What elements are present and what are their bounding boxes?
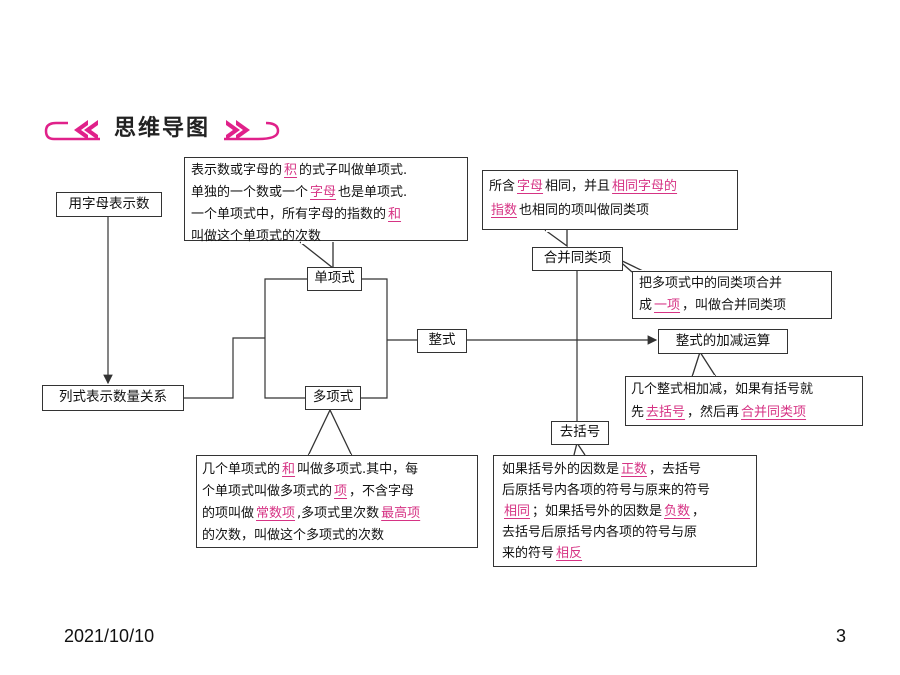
answer-blank: 项 <box>334 484 348 499</box>
line-relation-to-bracket <box>182 337 265 399</box>
node-letters-represent-numbers: 用字母表示数 <box>56 192 162 217</box>
answer-blank: 负数 <box>664 504 691 519</box>
answer-blank: 字母 <box>517 179 544 194</box>
callout-tail-like-terms <box>544 229 568 248</box>
node-combine-like-terms: 合并同类项 <box>532 247 623 271</box>
page-number: 3 <box>836 626 847 646</box>
node-remove-brackets: 去括号 <box>551 421 609 445</box>
bracket-left <box>264 278 310 399</box>
answer-blank: 相反 <box>556 546 583 561</box>
callout-monomial: 表示数或字母的积的式子叫做单项式. 单独的一个数或一个字母也是单项式. 一个单项… <box>184 157 468 244</box>
callout-combine-like-terms: 把多项式中的同类项合并 成一项，叫做合并同类项 <box>632 271 832 319</box>
node-polynomial: 多项式 <box>305 386 361 410</box>
callout-tail-addsub <box>691 350 717 378</box>
answer-blank: 一项 <box>654 298 681 313</box>
answer-blank: 相同字母的 <box>612 179 678 194</box>
answer-blank: 和 <box>388 207 402 222</box>
node-add-subtract-integral: 整式的加减运算 <box>658 329 788 354</box>
double-chevron-left-icon <box>74 120 98 140</box>
answer-blank: 正数 <box>621 462 648 477</box>
title-banner <box>44 117 280 143</box>
callout-polynomial: 几个单项式的和叫做多项式.其中，每 个单项式叫做多项式的项，不含字母 的项叫做常… <box>196 455 478 548</box>
double-chevron-right-icon <box>226 120 250 140</box>
answer-blank: 最高项 <box>381 506 421 521</box>
callout-like-terms: 所含字母相同，并且相同字母的 指数也相同的项叫做同类项 <box>482 170 738 230</box>
page-title: 思维导图 <box>113 116 210 141</box>
callout-tail-polynomial <box>307 408 353 457</box>
answer-blank: 字母 <box>310 185 337 200</box>
node-express-quantity-relation: 列式表示数量关系 <box>42 385 184 411</box>
answer-blank: 积 <box>284 163 298 178</box>
answer-blank: 去括号 <box>646 405 686 420</box>
answer-blank: 指数 <box>491 203 518 218</box>
answer-blank: 常数项 <box>256 506 296 521</box>
answer-blank: 相同 <box>504 504 531 519</box>
node-monomial: 单项式 <box>307 267 362 291</box>
answer-blank: 合并同类项 <box>741 405 807 420</box>
node-integral-expression: 整式 <box>417 329 467 353</box>
bracket-right <box>360 278 388 399</box>
footer-date: 2021/10/10 <box>64 626 155 646</box>
callout-remove-brackets: 如果括号外的因数是正数，去括号 后原括号内各项的符号与原来的符号 相同；如果括号… <box>493 455 757 567</box>
callout-add-subtract: 几个整式相加减，如果有括号就 先去括号，然后再合并同类项 <box>625 376 863 426</box>
answer-blank: 和 <box>282 462 296 477</box>
